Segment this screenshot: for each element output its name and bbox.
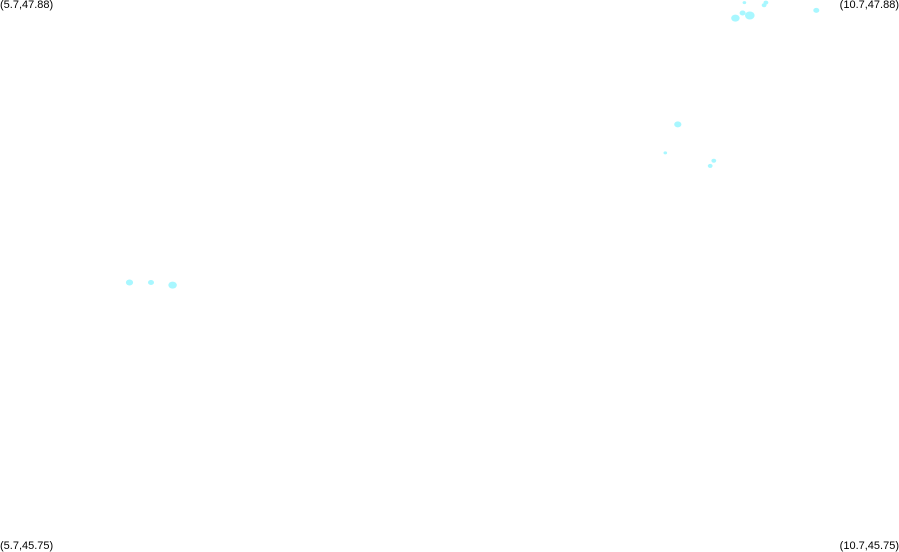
corner-label-top-right: (10.7,47.88) [839, 0, 899, 11]
lake-feature [763, 0, 769, 5]
corner-label-bottom-right: (10.7,45.75) [839, 540, 899, 552]
lake-feature [731, 14, 740, 22]
lake-feature [711, 158, 717, 163]
lake-feature [663, 151, 668, 155]
corner-label-top-left: (5.7,47.88) [0, 0, 54, 11]
lake-feature [674, 121, 682, 128]
lake-feature [813, 7, 820, 13]
lake-feature [745, 11, 755, 20]
lake-feature [707, 163, 713, 168]
lake-feature [168, 281, 177, 289]
lake-feature [148, 280, 154, 285]
corner-label-bottom-left: (5.7,45.75) [0, 540, 54, 552]
lake-feature [125, 279, 134, 286]
lake-feature [739, 10, 746, 16]
lake-feature [742, 1, 747, 5]
